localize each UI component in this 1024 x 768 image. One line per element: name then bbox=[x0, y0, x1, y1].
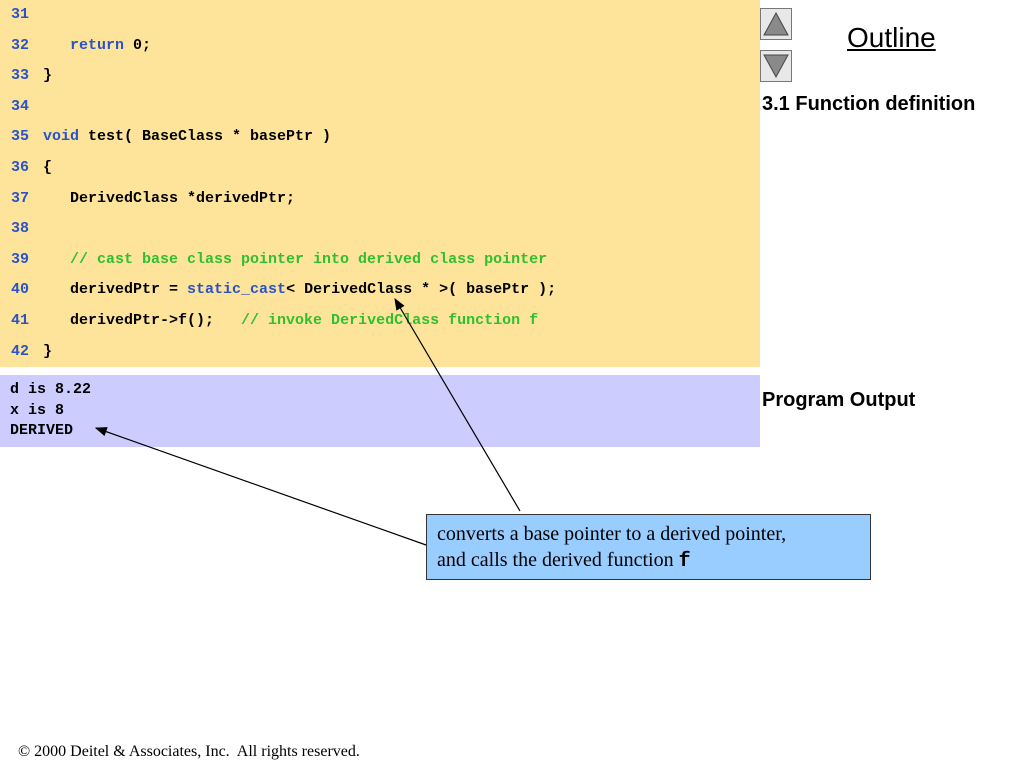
code-text: 0; bbox=[124, 36, 152, 54]
line-number: 40 bbox=[11, 281, 30, 299]
code-text: { bbox=[43, 159, 53, 176]
code-line: 31 bbox=[11, 4, 43, 26]
callout-line-1: converts a base pointer to a derived poi… bbox=[437, 523, 787, 545]
triangle-down-icon bbox=[763, 54, 789, 79]
section-program-output[interactable]: Program Output bbox=[762, 389, 916, 411]
code-listing-panel: 31 32 return 0; 33} 34 35 void test( BaseClas… bbox=[0, 0, 760, 367]
code-text: derivedPtr = bbox=[43, 281, 188, 299]
arrow-to-derived-output bbox=[94, 427, 427, 546]
line-number: 39 bbox=[11, 250, 30, 268]
code-text: < DerivedClass * >( basePtr ); bbox=[286, 281, 557, 299]
explanation-callout: converts a base pointer to a derived poi… bbox=[426, 514, 871, 580]
line-number: 36 bbox=[11, 159, 30, 176]
line-number: 37 bbox=[11, 189, 30, 207]
output-line: d is 8.22 bbox=[10, 381, 92, 398]
code-comment: // cast base class pointer into derived … bbox=[43, 250, 548, 268]
code-text: } bbox=[43, 342, 53, 360]
output-line: x is 8 bbox=[10, 401, 65, 419]
code-line: 40 derivedPtr = static_cast< DerivedClas… bbox=[11, 279, 556, 301]
line-number: 41 bbox=[11, 312, 30, 329]
code-line: 33} bbox=[11, 65, 52, 87]
line-number: 42 bbox=[11, 342, 30, 360]
code-line: 42} bbox=[11, 341, 52, 363]
arrow-to-static-cast bbox=[394, 297, 521, 512]
code-line: 35 void test( BaseClass * basePtr ) bbox=[11, 126, 331, 148]
code-text: DerivedClass *derivedPtr; bbox=[43, 189, 296, 207]
callout-code-f: f bbox=[678, 550, 691, 573]
callout-line-2-text: and calls the derived function bbox=[437, 549, 679, 571]
code-line: 32 return 0; bbox=[11, 35, 151, 57]
code-keyword: void bbox=[43, 128, 80, 146]
code-keyword: return bbox=[70, 36, 125, 54]
callout-line-2: and calls the derived function f bbox=[437, 547, 860, 575]
line-number: 33 bbox=[11, 67, 30, 85]
code-line: 37 DerivedClass *derivedPtr; bbox=[11, 188, 295, 210]
line-number: 38 bbox=[11, 220, 30, 238]
triangle-up-icon bbox=[763, 11, 789, 36]
code-line: 39 // cast base class pointer into deriv… bbox=[11, 249, 547, 271]
code-line: 38 bbox=[11, 218, 43, 240]
code-line: 36 { bbox=[11, 157, 52, 179]
code-line: 41 derivedPtr->f(); // invoke DerivedCla… bbox=[11, 310, 538, 332]
outline-title-link[interactable]: Outline bbox=[847, 22, 936, 53]
previous-slide-button[interactable] bbox=[760, 8, 792, 40]
section-function-definition[interactable]: 3.1 Function definition bbox=[762, 93, 976, 115]
line-number: 31 bbox=[11, 6, 30, 23]
program-output-panel: d is 8.22 x is 8 DERIVED bbox=[0, 375, 760, 447]
code-comment: // invoke DerivedClass function f bbox=[241, 312, 539, 329]
code-line: 34 bbox=[11, 96, 43, 118]
line-number: 32 bbox=[11, 36, 30, 54]
line-number: 35 bbox=[11, 128, 30, 146]
code-text: derivedPtr->f(); bbox=[43, 312, 242, 329]
line-number: 34 bbox=[11, 97, 30, 115]
code-text: } bbox=[43, 67, 53, 85]
copyright-footer: © 2000 Deitel & Associates, Inc. All rig… bbox=[18, 743, 360, 760]
next-slide-button[interactable] bbox=[760, 50, 792, 82]
code-keyword: static_cast bbox=[187, 281, 287, 299]
code-text: test( BaseClass * basePtr ) bbox=[79, 128, 332, 146]
output-line: DERIVED bbox=[10, 422, 74, 439]
